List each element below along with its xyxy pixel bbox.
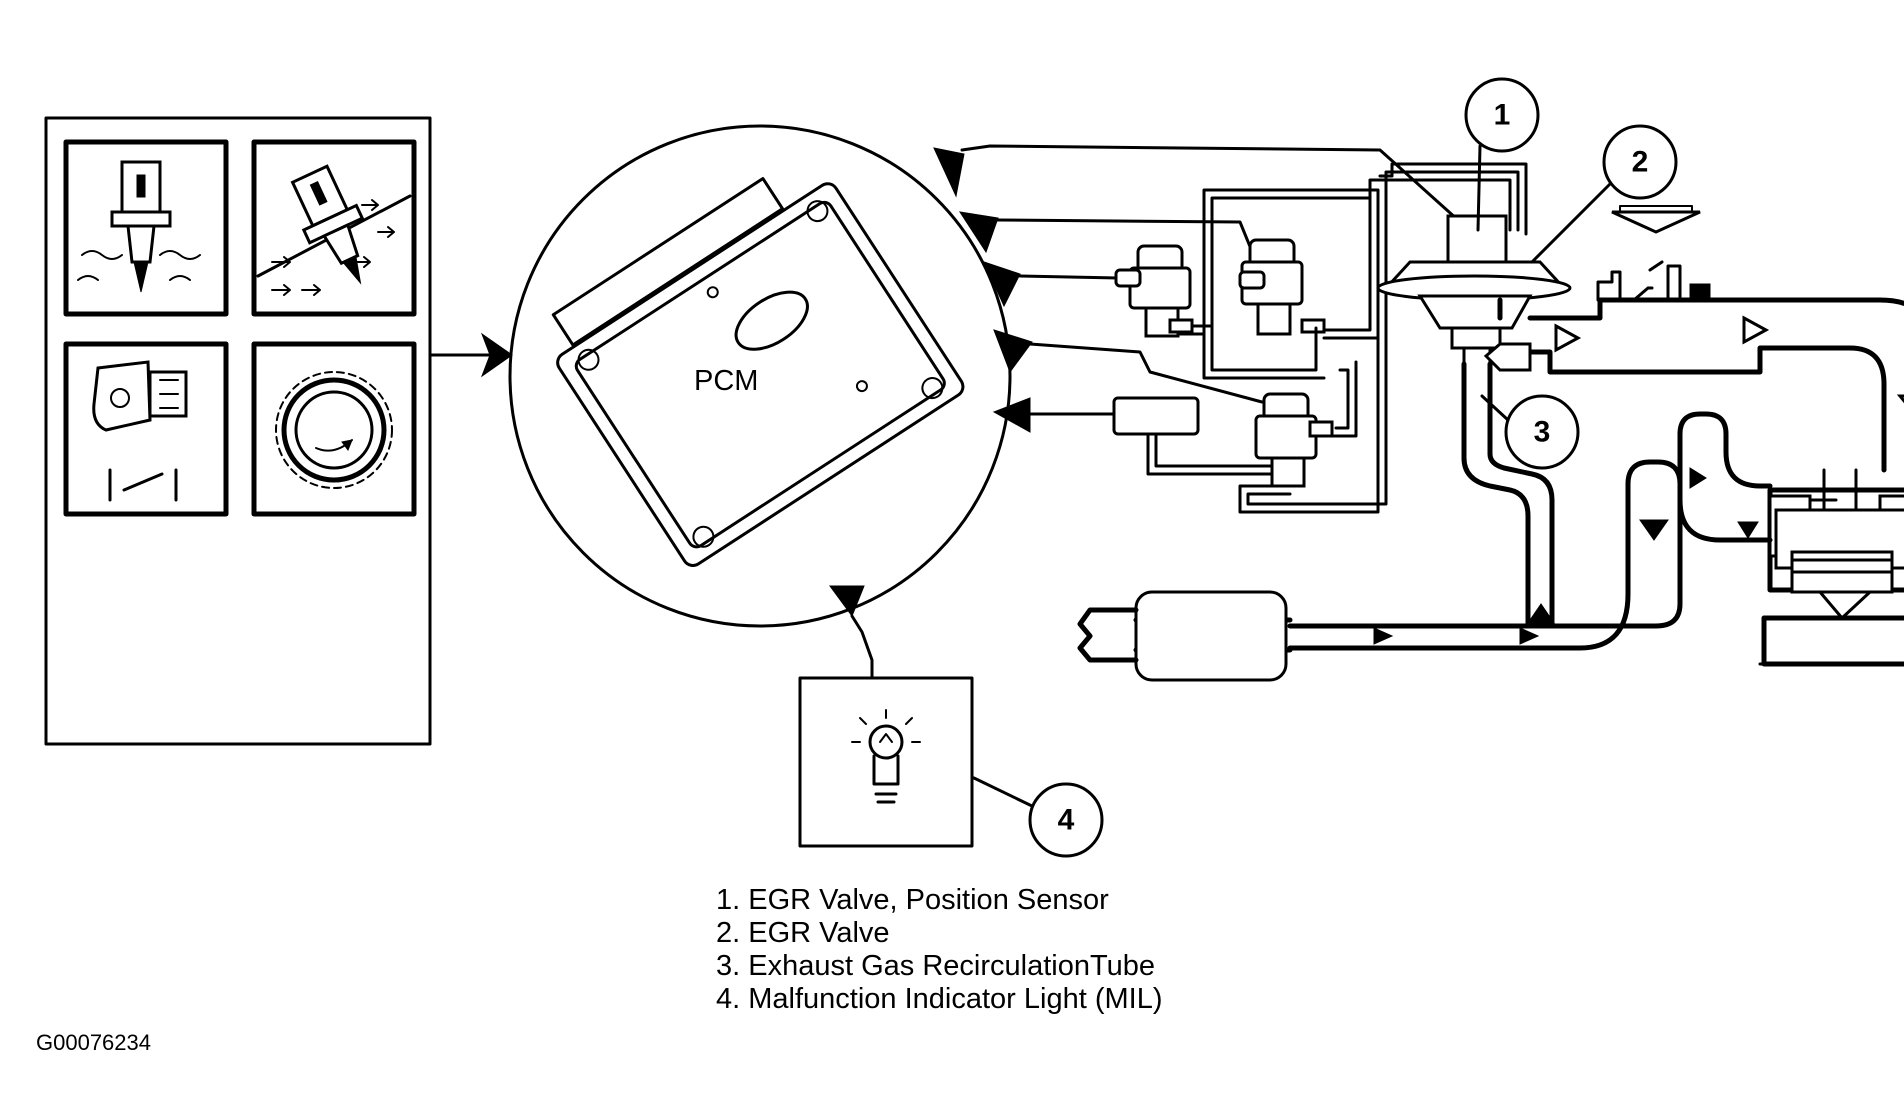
legend-item: 2. EGR Valve <box>716 917 890 949</box>
throttle-position-sensor-icon <box>63 341 229 517</box>
figure-id: G00076234 <box>36 1030 151 1055</box>
bulb-icon <box>851 709 921 804</box>
muffler-icon <box>1134 590 1288 682</box>
solenoid-b-icon <box>1238 238 1326 336</box>
callout-2: 2 <box>1530 124 1678 264</box>
signal-wires <box>850 144 1460 680</box>
mass-air-flow-sensor-icon <box>251 139 417 317</box>
input-arrow-icon <box>428 332 513 378</box>
callout-1: 1 <box>1464 77 1540 232</box>
vacuum-solenoids <box>1112 162 1528 514</box>
egr-tube <box>1461 342 1557 629</box>
pcm-input-arrows <box>829 147 1033 618</box>
svg-text:4: 4 <box>1058 804 1075 837</box>
exhaust-system <box>1077 411 1773 682</box>
legend-item: 3. Exhaust Gas RecirculationTube <box>716 950 1155 982</box>
mil-box <box>798 676 974 848</box>
callout-3: 3 <box>1480 394 1580 470</box>
engine-cylinder <box>1758 468 1904 667</box>
crankshaft-position-sensor-icon <box>251 341 417 517</box>
svg-text:1: 1 <box>1494 99 1511 132</box>
svg-text:3: 3 <box>1534 416 1551 449</box>
sensor-panel <box>44 116 432 746</box>
solenoid-a-icon <box>1114 244 1194 338</box>
coolant-temperature-sensor-icon <box>63 139 229 317</box>
airflow-arrow-icon <box>1611 210 1701 234</box>
legend: 1. EGR Valve, Position Sensor 2. EGR Val… <box>716 884 1162 1016</box>
solenoid-c-icon <box>1254 392 1334 488</box>
callout-4: 4 <box>972 776 1104 858</box>
vacuum-reservoir-icon <box>1112 396 1200 436</box>
svg-text:2: 2 <box>1632 146 1649 179</box>
intake-manifold <box>1497 205 1904 473</box>
pcm-label: PCM <box>694 365 758 397</box>
legend-item: 1. EGR Valve, Position Sensor <box>716 884 1109 916</box>
legend-item: 4. Malfunction Indicator Light (MIL) <box>716 983 1163 1015</box>
egr-valve-assembly <box>1376 214 1572 366</box>
pcm-module: PCM <box>508 124 1012 628</box>
